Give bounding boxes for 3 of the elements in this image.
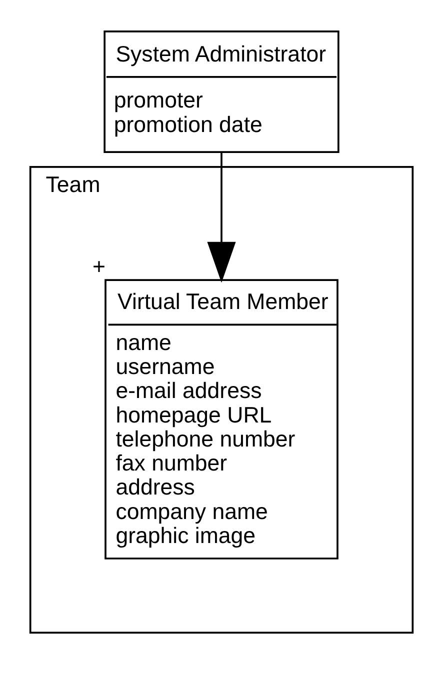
node-label: + xyxy=(92,254,106,279)
node-box: System Administrator promoter promotion date xyxy=(104,30,340,153)
arrow xyxy=(207,152,236,283)
